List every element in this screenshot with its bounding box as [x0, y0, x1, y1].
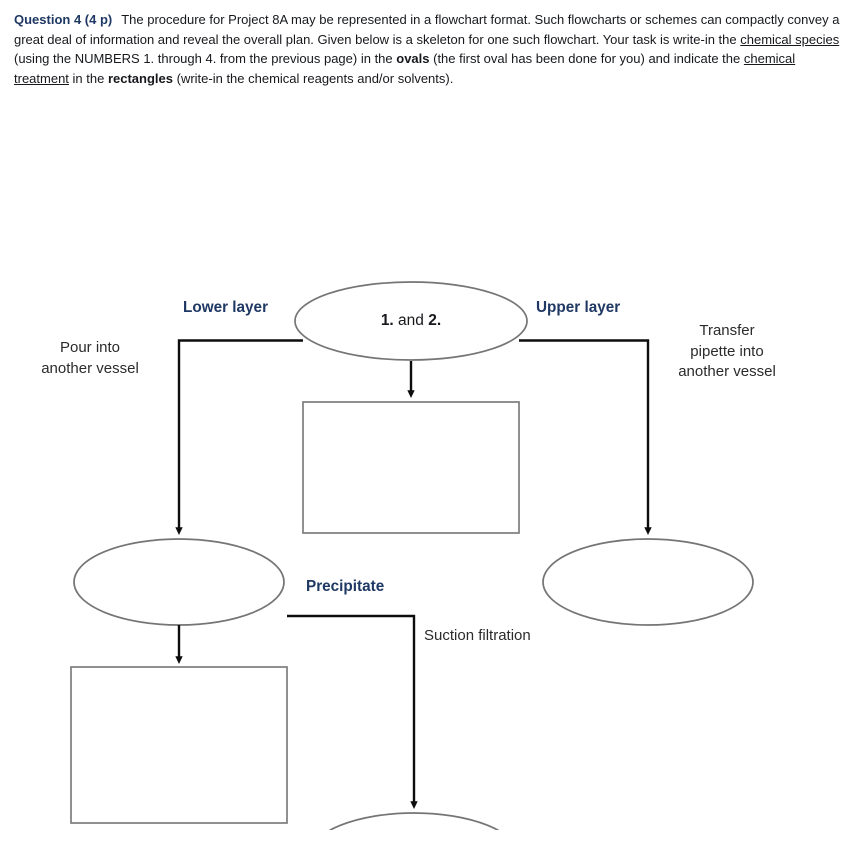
flowchart-diagram: 1. and 2. Lower layer Upper layer Pour i… [0, 130, 864, 830]
oval-top-text-part-1: and [393, 312, 429, 329]
question-seg-6: in the [68, 70, 108, 86]
oval-top-text-part-2: 2. [428, 312, 442, 329]
oval-right[interactable] [542, 538, 754, 626]
edge-label-pour-into-another-vessel: Pour into another vessel [41, 339, 139, 377]
question-seg-7-rectangles: rectangles [107, 70, 173, 86]
flowchart-canvas [70, 281, 754, 830]
rect-bottom-left[interactable] [70, 666, 288, 824]
edge-label-lower-layer: Lower layer [183, 299, 269, 316]
oval-top-text-part-0: 1. [380, 312, 394, 329]
oval-bottom[interactable] [309, 812, 519, 830]
question-seg-8: (write-in the chemical reagents and/or s… [173, 70, 454, 86]
oval-left[interactable] [73, 538, 285, 626]
connector-main-rect-to-left-oval [175, 339, 303, 536]
rect-main[interactable] [302, 401, 520, 534]
edge-label-upper-layer: Upper layer [536, 299, 621, 316]
edge-label-transfer-pipette: Transfer pipette into another vessel [678, 322, 776, 380]
oval-top[interactable] [294, 281, 528, 361]
question-seg-4: (the first oval has been done for you) a… [429, 51, 744, 67]
question-seg-5-chemical-treatment: chemical treatment [14, 51, 796, 86]
edge-label-suction-filtration: Suction filtration [424, 627, 531, 644]
question-label: Question 4 (4 p) [14, 12, 113, 27]
question-seg-0: The procedure for Project 8A may be repr… [14, 12, 840, 47]
oval-top-text: 1. and 2. [295, 312, 527, 330]
connector-bottom-rect-to-bottom-oval [287, 614, 418, 810]
question-body: The procedure for Project 8A may be repr… [14, 12, 839, 86]
question-seg-1-chemical-species: chemical species [740, 31, 840, 47]
question-seg-3-ovals: ovals [396, 51, 430, 67]
connector-main-rect-to-right-oval [519, 339, 652, 536]
edge-label-precipitate: Precipitate [306, 578, 385, 595]
question-paragraph: Question 4 (4 p)The procedure for Projec… [14, 10, 850, 88]
question-seg-2: (using the NUMBERS 1. through 4. from th… [14, 51, 397, 67]
